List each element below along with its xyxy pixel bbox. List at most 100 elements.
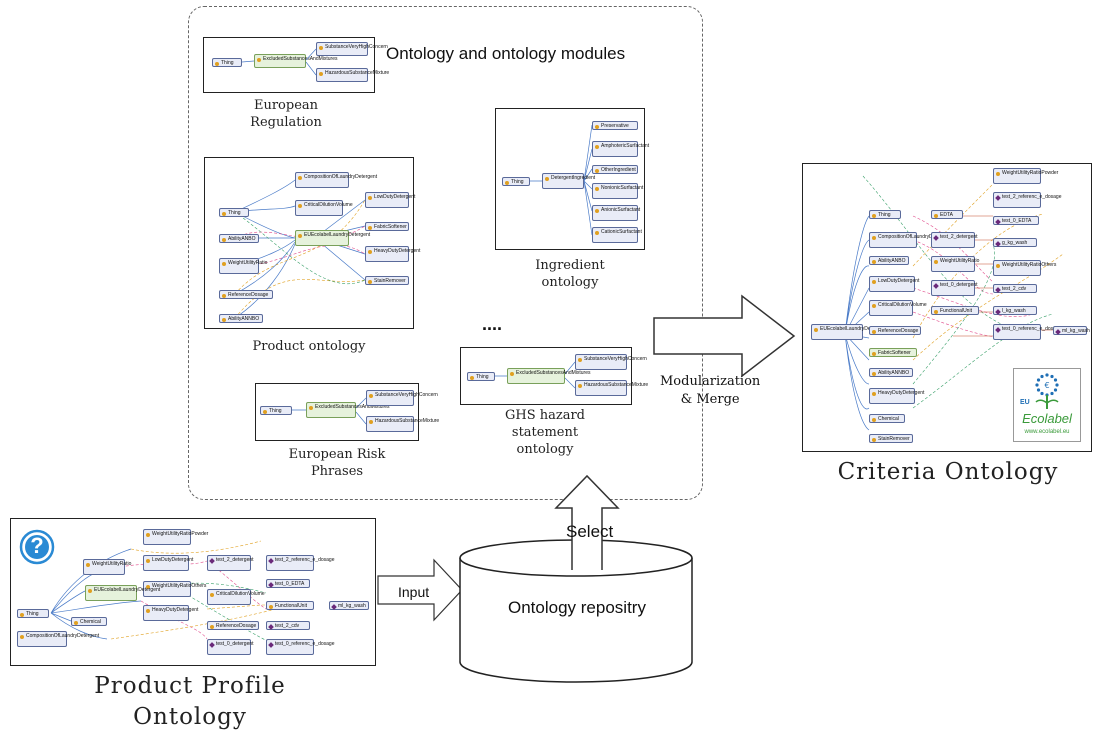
caption-risk-phrases: European Risk Phrases bbox=[288, 447, 386, 479]
node-low-duty: LowDutyDetergent bbox=[869, 276, 919, 292]
node-low-duty: LowDutyDetergent bbox=[365, 192, 415, 208]
node-weight-utility-others: WeightUtilityRatioOthers bbox=[143, 581, 206, 597]
node-stain-remover: StainRemover bbox=[365, 276, 409, 285]
ecolabel-name: Ecolabel bbox=[1022, 411, 1072, 426]
ghs-panel: Thing ExcludedSubstancesAndMixtures Subs… bbox=[460, 347, 648, 405]
ingredient-edges bbox=[530, 124, 593, 236]
node-thing: Thing bbox=[17, 609, 49, 618]
ecolabel-url: www.ecolabel.eu bbox=[1024, 429, 1070, 435]
node-weight-utility-powder: WeightUtilityRatioPowder bbox=[993, 168, 1058, 184]
european-regulation-panel: Thing ExcludedSubstancesAndMixtures Subs… bbox=[203, 37, 389, 93]
node-test2-reference-dosage: test_2_referenc_e_dosage bbox=[993, 192, 1062, 208]
ellipsis: .... bbox=[482, 314, 503, 334]
node-ability-anbo: AbilityANBO bbox=[219, 234, 259, 243]
node-excluded: ExcludedSubstancesAndMixtures bbox=[306, 402, 390, 418]
node-ability-annbo: AbilityANNBO bbox=[869, 368, 913, 377]
node-test2-cdv: test_2_cdv bbox=[266, 621, 310, 630]
node-ml-kg-wash: ml_kg_wash bbox=[1053, 326, 1090, 335]
node-nonionic: NonionicSurfactant bbox=[592, 183, 643, 199]
ingredient-ontology-panel: Thing DetergentIngredient Preservative A… bbox=[495, 108, 649, 250]
product-profile-panel: ? WeightUtilityRatioPowder WeightUtility… bbox=[10, 518, 376, 666]
node-weight-utility: WeightUtilityRatio bbox=[219, 258, 267, 274]
ecolabel-flower-icon: € bbox=[1035, 373, 1059, 409]
risk-phrases-panel: Thing ExcludedSubstancesAndMixtures Subs… bbox=[255, 383, 439, 441]
node-eu-ecolabel: EUEcolabelLaundryDetergent bbox=[811, 324, 886, 340]
node-critical-dilution: CriticalDilutionVolume bbox=[295, 200, 353, 216]
node-eu-ecolabel: EUEcolabelLaundryDetergent bbox=[85, 585, 160, 601]
node-composition: CompositionOfLaundryDetergent bbox=[869, 232, 951, 248]
ecolabel-eu: EU bbox=[1020, 399, 1030, 406]
node-anionic: AnionicSurfactant bbox=[592, 205, 640, 221]
caption-ingredient-ontology: Ingredient ontology bbox=[535, 258, 605, 290]
node-preservative: Preservative bbox=[592, 121, 638, 130]
node-l-kg-wash: l_kg_wash bbox=[993, 306, 1037, 315]
node-functional-unit: FunctionalUnit bbox=[931, 306, 979, 315]
criteria-ontology-panel: WeightUtilityRatioPowder test_2_referenc… bbox=[802, 163, 1092, 452]
caption-ghs: GHS hazard statement ontology bbox=[504, 408, 586, 457]
svg-text:€: € bbox=[1044, 381, 1049, 390]
node-cationic: CationicSurfactant bbox=[592, 227, 642, 243]
node-weight-utility-others: WeightUtilityRatioOthers bbox=[993, 260, 1056, 276]
node-thing: Thing bbox=[260, 406, 292, 415]
node-test0-reference-dosage: test_0_referenc_e_dosage bbox=[266, 639, 335, 655]
node-edta: EDTA bbox=[931, 210, 963, 219]
node-chemical: Chemical bbox=[71, 617, 107, 626]
ghs-edges bbox=[495, 361, 576, 389]
node-thing: Thing bbox=[869, 210, 901, 219]
regulation-edges bbox=[241, 48, 317, 76]
node-thing: Thing bbox=[502, 177, 530, 186]
node-critical-dilution: CriticalDilutionVolume bbox=[869, 300, 927, 316]
product-ontology-panel: CompositionOfLaundryDetergent CriticalDi… bbox=[204, 157, 420, 329]
node-excluded: ExcludedSubstancesAndMixtures bbox=[254, 54, 338, 68]
select-arrow bbox=[554, 474, 620, 570]
node-ml-kg-wash: ml_kg_wash bbox=[329, 601, 369, 610]
node-weight-utility: WeightUtilityRatio bbox=[931, 256, 979, 272]
node-composition: CompositionOfLaundryDetergent bbox=[17, 631, 99, 647]
node-thing: Thing bbox=[212, 58, 242, 67]
node-test2-detergent: test_2_detergent bbox=[931, 232, 978, 248]
node-ability-annbo: AbilityANNBO bbox=[219, 314, 263, 323]
node-hazardous: HazardousSubstanceMixture bbox=[366, 416, 439, 432]
node-reference-dosage: ReferenceDosage bbox=[207, 621, 259, 630]
node-test2-cdv: test_2_cdv bbox=[993, 284, 1037, 293]
node-detergent-ingredient: DetergentIngredient bbox=[542, 173, 595, 189]
caption-european-regulation: European Regulation bbox=[250, 98, 322, 130]
node-eu-ecolabel: EUEcolabelLaundryDetergent bbox=[295, 230, 370, 246]
caption-product-ontology: Product ontology bbox=[252, 339, 366, 354]
node-amphoteric: AmphotericSurfactant bbox=[592, 141, 649, 157]
input-label: Input bbox=[398, 584, 430, 600]
node-g-kg-wash: g_kg_wash bbox=[993, 238, 1037, 247]
node-ability-anbo: AbilityANBO bbox=[869, 256, 909, 265]
modularization-arrow bbox=[653, 294, 796, 378]
repository-label: Ontology repositry bbox=[508, 598, 646, 617]
node-svhc: SubstanceVeryHighConcern bbox=[366, 390, 438, 406]
node-test0-edta: test_0_EDTA bbox=[993, 216, 1039, 225]
node-test0-edta: test_0_EDTA bbox=[266, 579, 310, 588]
question-mark-icon bbox=[19, 529, 55, 565]
node-critical-dilution: CriticalDilutionVolume bbox=[207, 589, 265, 605]
caption-product-profile: Product Profile Ontology bbox=[94, 673, 286, 731]
node-test0-detergent: test_0_detergent bbox=[931, 280, 978, 296]
node-low-duty: LowDutyDetergent bbox=[143, 555, 193, 571]
node-heavy-duty: HeavyDutyDetergent bbox=[143, 605, 198, 621]
select-label: Select bbox=[566, 522, 614, 541]
node-hazardous: HazardousSubstanceMixture bbox=[316, 68, 389, 82]
node-functional-unit: FunctionalUnit bbox=[266, 601, 314, 610]
node-thing: Thing bbox=[219, 208, 249, 217]
node-weight-utility-powder: WeightUtilityRatioPowder bbox=[143, 529, 208, 545]
node-test0-reference-dosage: test_0_referenc_e_dosage bbox=[993, 324, 1062, 340]
node-hazardous: HazardousSubstanceMixture bbox=[575, 380, 648, 396]
node-test2-reference-dosage: test_2_referenc_e_dosage bbox=[266, 555, 335, 571]
caption-criteria-ontology: Criteria Ontology bbox=[837, 459, 1059, 485]
node-composition: CompositionOfLaundryDetergent bbox=[295, 172, 377, 188]
node-fabric-softener: FabricSoftener bbox=[365, 222, 409, 231]
node-fabric-softener: FabricSoftener bbox=[869, 348, 917, 357]
node-heavy-duty: HeavyDutyDetergent bbox=[365, 246, 420, 262]
node-test2-detergent: test_2_detergent bbox=[207, 555, 254, 571]
node-excluded: ExcludedSubstancesAndMixtures bbox=[507, 368, 591, 384]
node-reference-dosage: ReferenceDosage bbox=[219, 290, 273, 299]
question-mark-glyph: ? bbox=[30, 533, 44, 558]
ontology-modules-frame bbox=[188, 6, 703, 500]
node-svhc: SubstanceVeryHighConcern bbox=[575, 354, 647, 370]
node-test0-detergent: test_0_detergent bbox=[207, 639, 254, 655]
